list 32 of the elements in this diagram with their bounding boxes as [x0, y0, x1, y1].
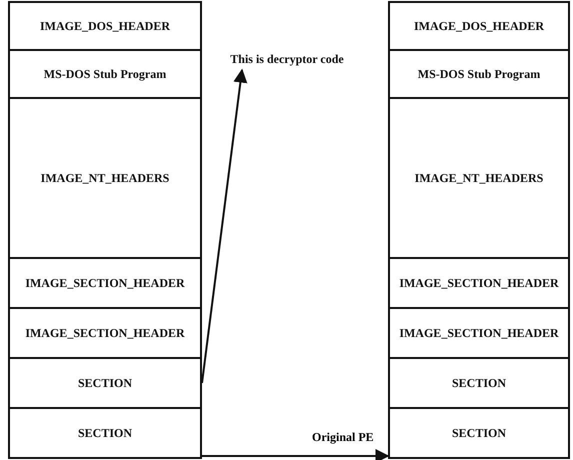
header-box [388, 1, 570, 51]
header-box [8, 257, 202, 309]
box-label: MS-DOS Stub Program [418, 66, 540, 82]
annotation-text: This is decryptor code [230, 52, 344, 66]
box-label: SECTION [452, 376, 506, 390]
box-label: SECTION [452, 426, 506, 440]
header-box [8, 1, 202, 51]
header-box [388, 97, 570, 259]
box-label: IMAGE_SECTION_HEADER [399, 326, 559, 340]
arrow [201, 68, 248, 384]
edge-label: Original PE [310, 430, 376, 445]
box-label: IMAGE_DOS_HEADER [40, 18, 170, 34]
box-label: IMAGE_NT_HEADERS [414, 170, 544, 186]
header-box [8, 407, 202, 459]
header-box [388, 49, 570, 99]
box-label: IMAGE_DOS_HEADER [414, 18, 544, 34]
header-box [388, 407, 570, 459]
header-box [388, 307, 570, 359]
box-label: IMAGE_SECTION_HEADER [25, 276, 185, 290]
box-label: IMAGE_NT_HEADERS [40, 170, 170, 186]
arrow [202, 449, 390, 460]
header-box [8, 357, 202, 409]
header-box [8, 97, 202, 259]
box-label: MS-DOS Stub Program [44, 66, 166, 82]
box-label: IMAGE_SECTION_HEADER [399, 276, 559, 290]
header-box [8, 49, 202, 99]
header-box [8, 307, 202, 359]
box-label: SECTION [78, 376, 132, 390]
box-label: IMAGE_SECTION_HEADER [25, 326, 185, 340]
header-box [388, 257, 570, 309]
box-label: SECTION [78, 426, 132, 440]
header-box [388, 357, 570, 409]
